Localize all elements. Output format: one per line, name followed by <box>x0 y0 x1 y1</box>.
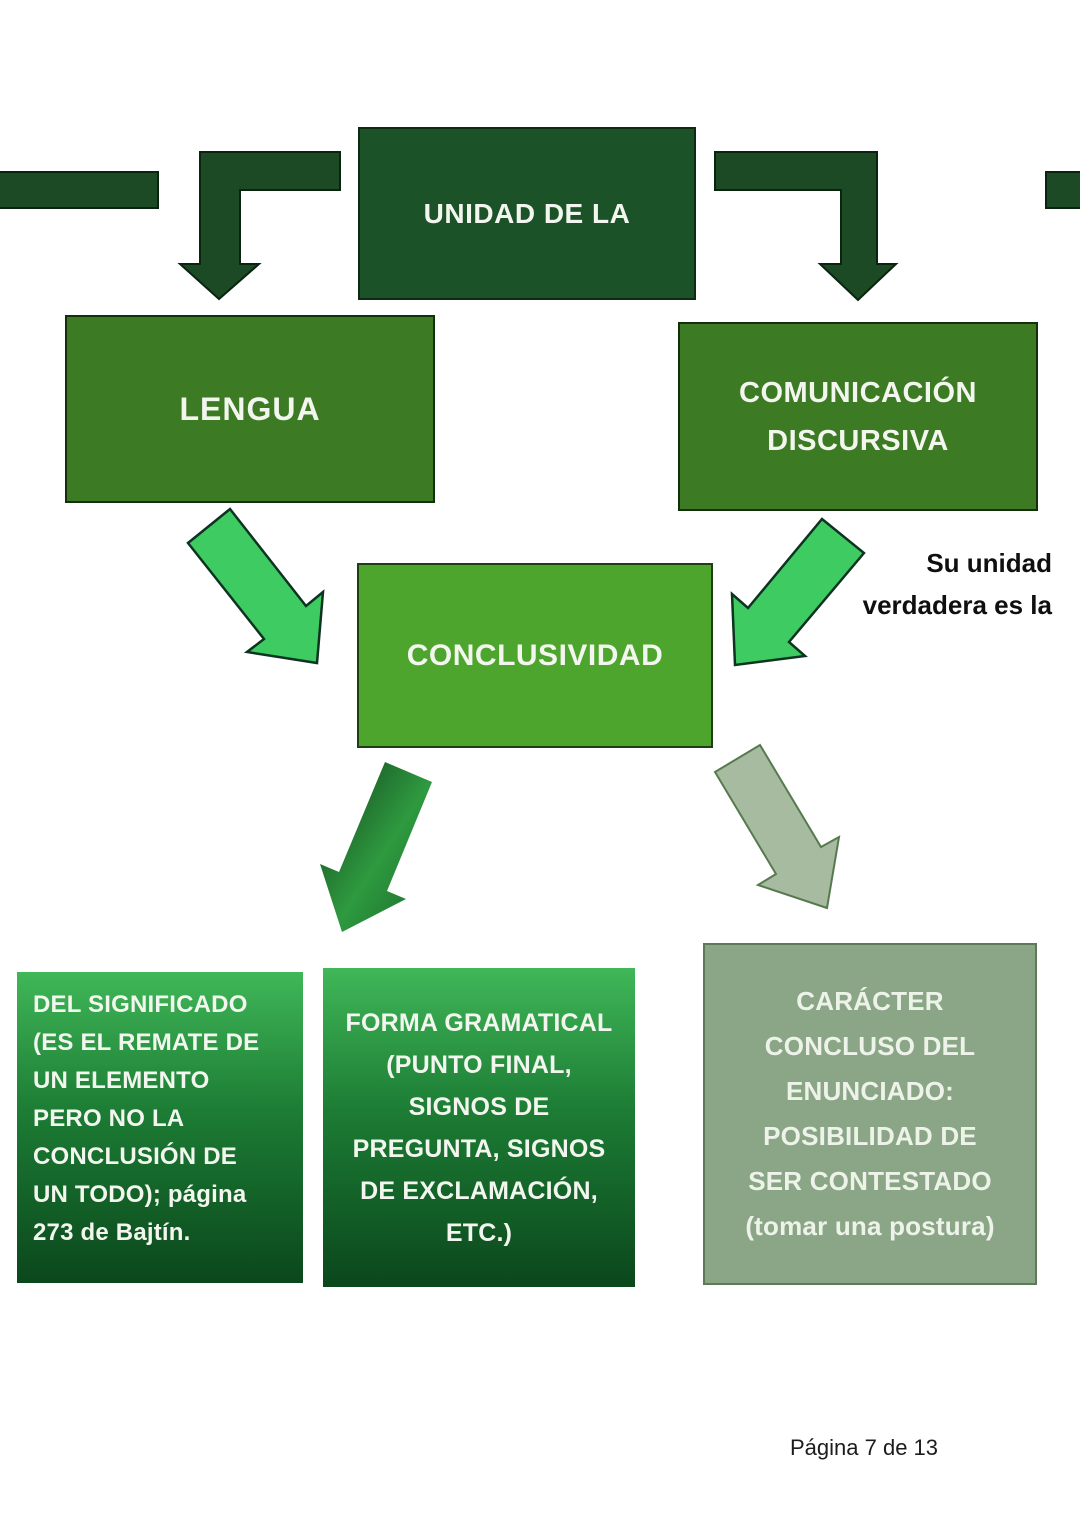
unidad-de-la-label: UNIDAD DE LA <box>423 197 631 229</box>
green-arrow-down-right-icon <box>186 507 325 665</box>
sage-arrow-down-right-icon <box>713 743 841 910</box>
edge-bar-fragment-right-icon <box>1045 171 1080 209</box>
conclusividad-label: CONCLUSIVIDAD <box>406 638 664 672</box>
caracter-concluso-box: CARÁCTER CONCLUSO DEL ENUNCIADO: POSIBIL… <box>703 943 1037 1285</box>
unidad-de-la-box: UNIDAD DE LA <box>358 127 696 300</box>
forma-gramatical-box: FORMA GRAMATICAL (PUNTO FINAL, SIGNOS DE… <box>323 968 635 1287</box>
caracter-concluso-text: CARÁCTER CONCLUSO DEL ENUNCIADO: POSIBIL… <box>745 986 995 1241</box>
green-arrow-down-left-icon <box>730 517 866 667</box>
conclusividad-box: CONCLUSIVIDAD <box>357 563 713 748</box>
comunicacion-discursiva-label: COMUNICACIÓN DISCURSIVA <box>739 376 977 457</box>
del-significado-text: DEL SIGNIFICADO (ES EL REMATE DE UN ELEM… <box>33 991 260 1246</box>
page-number: Página 7 de 13 <box>790 1435 939 1460</box>
gradient-arrow-down-left-icon <box>320 762 432 932</box>
comunicacion-discursiva-box: COMUNICACIÓN DISCURSIVA <box>678 322 1038 511</box>
del-significado-box: DEL SIGNIFICADO (ES EL REMATE DE UN ELEM… <box>17 972 303 1283</box>
elbow-arrow-down-left-icon <box>177 151 341 301</box>
edge-bar-fragment-left-icon <box>0 171 159 209</box>
forma-gramatical-text: FORMA GRAMATICAL (PUNTO FINAL, SIGNOS DE… <box>345 1008 613 1247</box>
lengua-box: LENGUA <box>65 315 435 503</box>
lengua-label: LENGUA <box>179 390 321 427</box>
su-unidad-annotation: Su unidad verdadera es la <box>862 548 1052 620</box>
elbow-arrow-down-right-icon <box>714 151 899 302</box>
